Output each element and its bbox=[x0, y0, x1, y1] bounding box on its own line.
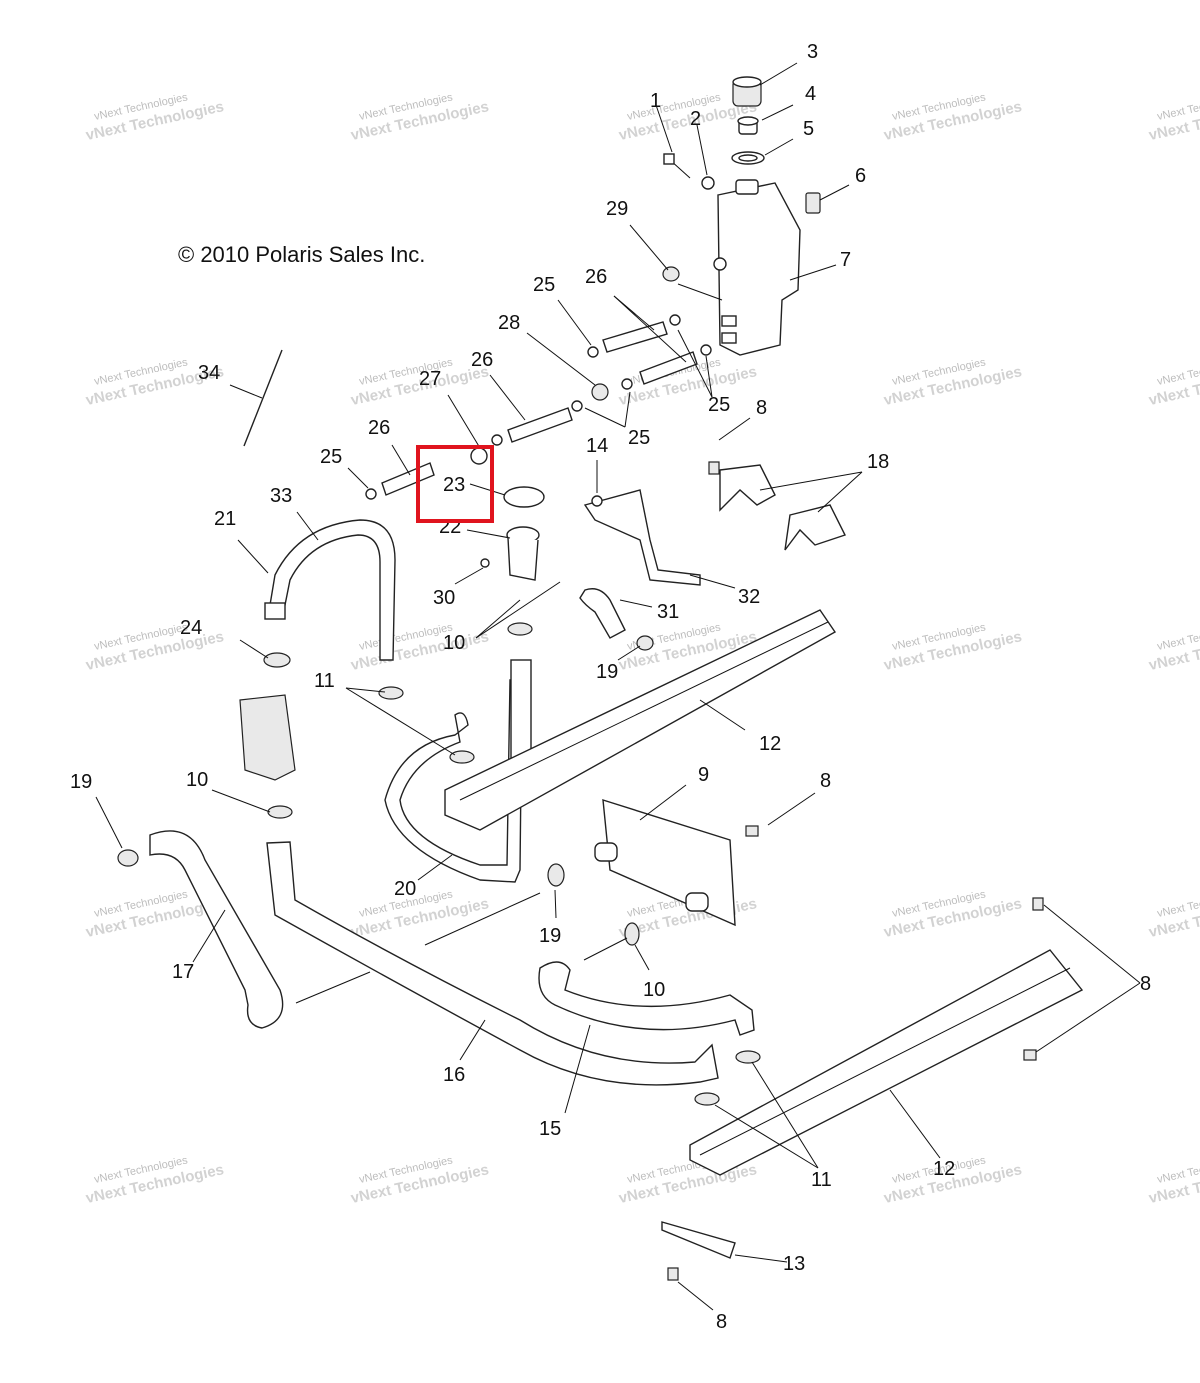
callout-23: 23 bbox=[443, 474, 465, 496]
callout-30: 30 bbox=[433, 587, 455, 609]
callout-10-c: 10 bbox=[643, 979, 665, 1001]
callout-21: 21 bbox=[214, 508, 236, 530]
callout-5: 5 bbox=[803, 118, 814, 140]
callout-16: 16 bbox=[443, 1064, 465, 1086]
callout-1: 1 bbox=[650, 90, 661, 112]
callout-15: 15 bbox=[539, 1118, 561, 1140]
callout-7: 7 bbox=[840, 249, 851, 271]
callout-32: 32 bbox=[738, 586, 760, 608]
callout-12-a: 12 bbox=[759, 733, 781, 755]
callout-14: 14 bbox=[586, 435, 608, 457]
highlight-box-23 bbox=[416, 445, 494, 523]
callout-11-a: 11 bbox=[314, 670, 335, 692]
parts-drawing bbox=[117, 76, 1084, 1281]
copyright-text: © 2010 Polaris Sales Inc. bbox=[178, 242, 425, 267]
callout-25-left: 25 bbox=[320, 446, 342, 468]
callout-19-b: 19 bbox=[70, 771, 92, 793]
callout-8-c: 8 bbox=[716, 1311, 727, 1333]
callout-25-mid: 25 bbox=[628, 427, 650, 449]
callout-19-c: 19 bbox=[539, 925, 561, 947]
callout-29: 29 bbox=[606, 198, 628, 220]
callout-25-right: 25 bbox=[708, 394, 730, 416]
callout-28: 28 bbox=[498, 312, 520, 334]
callout-4: 4 bbox=[805, 83, 816, 105]
callout-25-top: 25 bbox=[533, 274, 555, 296]
callout-24: 24 bbox=[180, 617, 202, 639]
callout-17: 17 bbox=[172, 961, 194, 983]
callout-13: 13 bbox=[783, 1253, 805, 1275]
callout-12-b: 12 bbox=[933, 1158, 955, 1180]
callout-10-a: 10 bbox=[443, 632, 465, 654]
callout-11-b: 11 bbox=[811, 1169, 832, 1191]
callout-8-d: 8 bbox=[1140, 973, 1151, 995]
callout-31: 31 bbox=[657, 601, 679, 623]
callout-20: 20 bbox=[394, 878, 416, 900]
callout-27: 27 bbox=[419, 368, 441, 390]
callout-26-top: 26 bbox=[585, 266, 607, 288]
callout-10-b: 10 bbox=[186, 769, 208, 791]
callout-34: 34 bbox=[198, 362, 220, 384]
leader-lines bbox=[95, 62, 1141, 1311]
callout-26-left: 26 bbox=[368, 417, 390, 439]
callout-8-b: 8 bbox=[820, 770, 831, 792]
callout-9: 9 bbox=[698, 764, 709, 786]
callout-33: 33 bbox=[270, 485, 292, 507]
callout-8-a: 8 bbox=[756, 397, 767, 419]
callout-19-a: 19 bbox=[596, 661, 618, 683]
callout-numbers: 3 4 5 6 7 1 2 29 26 25 25 28 25 26 27 26… bbox=[70, 41, 1151, 1333]
callout-3: 3 bbox=[807, 41, 818, 63]
callout-26-mid: 26 bbox=[471, 349, 493, 371]
callout-18: 18 bbox=[867, 451, 889, 473]
callout-6: 6 bbox=[855, 165, 866, 187]
callout-2: 2 bbox=[690, 108, 701, 130]
